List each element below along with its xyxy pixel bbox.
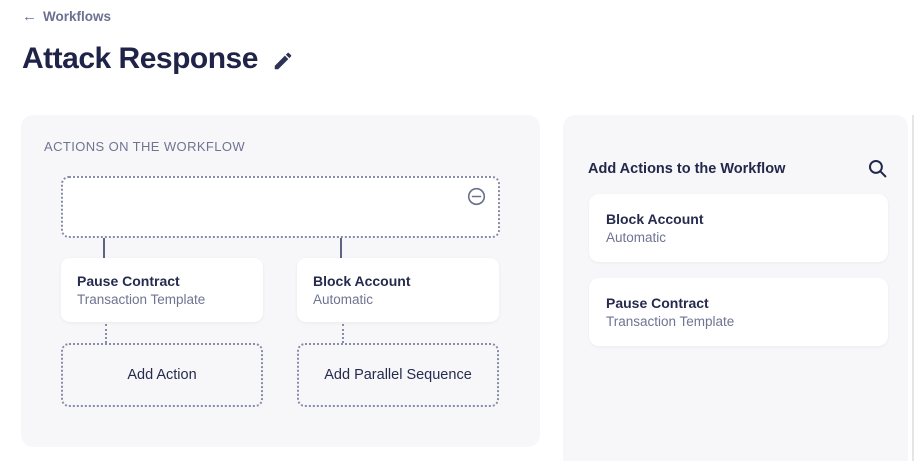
back-to-workflows-link[interactable]: ← Workflows <box>22 9 111 24</box>
library-item-title: Pause Contract <box>606 295 709 311</box>
node-subtitle: Automatic <box>313 292 374 307</box>
connector-line <box>103 238 105 258</box>
panel-edge-divider <box>912 115 914 461</box>
add-parallel-sequence-label: Add Parallel Sequence <box>324 367 472 383</box>
workflow-node-block-account[interactable]: Block Account Automatic <box>297 258 499 322</box>
library-item-subtitle: Automatic <box>606 230 667 245</box>
library-item-block-account[interactable]: Block Account Automatic <box>589 194 888 262</box>
node-title: Pause Contract <box>77 273 180 289</box>
library-item-subtitle: Transaction Template <box>606 314 735 329</box>
back-arrow-icon: ← <box>22 8 37 25</box>
workflow-panel-label: ACTIONS ON THE WORKFLOW <box>44 139 246 154</box>
add-parallel-sequence-button[interactable]: Add Parallel Sequence <box>297 343 499 407</box>
add-action-button[interactable]: Add Action <box>61 343 263 407</box>
title-row: Attack Response <box>22 42 294 76</box>
pencil-icon[interactable] <box>272 50 294 72</box>
dotted-connector-line <box>342 324 344 343</box>
dotted-connector-line <box>105 324 107 343</box>
action-library-panel: Add Actions to the Workflow Block Accoun… <box>563 115 908 461</box>
library-item-title: Block Account <box>606 211 704 227</box>
workflow-node-pause-contract[interactable]: Pause Contract Transaction Template <box>61 258 263 322</box>
workflow-root-node[interactable] <box>61 176 500 238</box>
library-item-pause-contract[interactable]: Pause Contract Transaction Template <box>589 278 888 346</box>
connector-line <box>340 238 342 258</box>
back-link-label: Workflows <box>43 9 112 24</box>
add-action-label: Add Action <box>127 367 197 383</box>
action-library-header: Add Actions to the Workflow <box>588 158 888 179</box>
node-subtitle: Transaction Template <box>77 292 206 307</box>
action-library-title: Add Actions to the Workflow <box>588 160 786 177</box>
node-title: Block Account <box>313 273 411 289</box>
minus-circle-icon[interactable] <box>467 187 486 206</box>
page-title: Attack Response <box>22 42 258 75</box>
workflow-canvas-panel: ACTIONS ON THE WORKFLOW Pause Contract T… <box>21 115 540 447</box>
search-icon[interactable] <box>867 158 888 179</box>
